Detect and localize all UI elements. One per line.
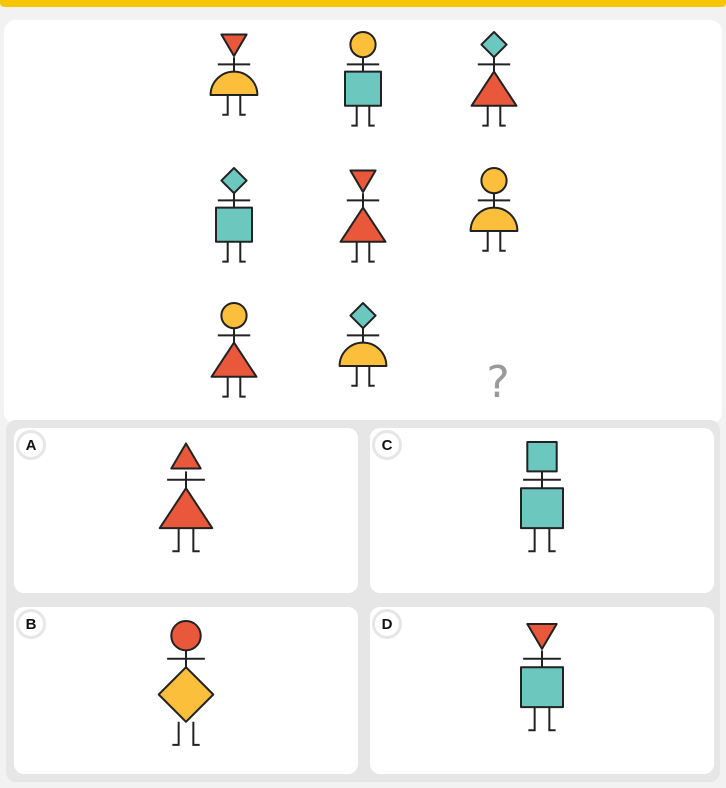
- option-a-figure: [158, 442, 214, 553]
- answer-options-panel: A C B D: [6, 420, 720, 782]
- option-b-stick-figure: [157, 620, 215, 746]
- grid-figure-3-head-diamond: [480, 31, 508, 59]
- grid-figure-3-body-triangle: [470, 70, 518, 107]
- option-a-stick-figure: [158, 442, 214, 553]
- grid-figure-5-legs: [351, 241, 375, 263]
- option-c-stick-figure: [520, 441, 564, 553]
- option-a-stick-figure-body-triangle: [158, 487, 214, 530]
- grid-figure-6-head-circle: [480, 167, 508, 195]
- puzzle-figures: [209, 31, 519, 398]
- puzzle-grid: ?: [4, 20, 722, 424]
- grid-figure-3-legs: [482, 105, 506, 127]
- grid-figure-7-head-circle: [220, 302, 248, 330]
- grid-figure-2-head-circle: [349, 31, 377, 59]
- grid-figure-4-body-square: [215, 206, 253, 243]
- option-b-label: B: [16, 609, 46, 639]
- option-b-stick-figure-head-circle: [170, 620, 202, 652]
- grid-figure-2: [344, 31, 382, 127]
- option-c-figure: [520, 441, 564, 553]
- option-c-stick-figure-body-square: [520, 487, 564, 530]
- grid-figure-8-body-semicircle: [338, 341, 388, 367]
- grid-figure-6: [469, 167, 519, 252]
- option-a-stick-figure-head-triangle-up: [170, 442, 202, 470]
- grid-figure-5: [339, 169, 387, 263]
- grid-figure-5-body-triangle: [339, 206, 387, 243]
- grid-figure-6-legs: [482, 231, 506, 252]
- option-c-card[interactable]: C: [370, 428, 714, 593]
- grid-figure-7: [210, 302, 258, 398]
- option-d-card[interactable]: D: [370, 607, 714, 774]
- option-b-stick-figure-body-diamond: [157, 666, 215, 723]
- option-a-card[interactable]: A: [14, 428, 358, 593]
- grid-figure-8: [338, 302, 388, 387]
- grid-figure-2-legs: [351, 105, 375, 127]
- grid-figure-6-body-semicircle: [469, 206, 519, 232]
- grid-figure-7-legs: [222, 376, 246, 398]
- grid-figure-4: [215, 167, 253, 263]
- grid-figure-2-body-square: [344, 70, 382, 107]
- grid-figure-1-head-triangle-down: [220, 33, 248, 57]
- option-b-stick-figure-legs: [172, 721, 200, 746]
- grid-figure-3: [470, 31, 518, 127]
- option-d-stick-figure-body-square: [520, 666, 564, 709]
- grid-figure-1: [209, 33, 259, 116]
- grid-figure-8-head-diamond: [349, 302, 377, 330]
- option-d-stick-figure: [520, 622, 564, 732]
- option-a-label: A: [16, 430, 46, 460]
- option-d-stick-figure-head-triangle-down: [526, 622, 558, 650]
- option-d-figure: [520, 622, 564, 732]
- top-accent-bar: [0, 0, 726, 7]
- option-a-stick-figure-legs: [172, 528, 200, 553]
- grid-figure-4-head-diamond: [220, 167, 248, 195]
- grid-figure-8-legs: [351, 366, 375, 387]
- grid-figure-4-legs: [222, 241, 246, 263]
- option-b-card[interactable]: B: [14, 607, 358, 774]
- grid-figure-1-body-semicircle: [209, 70, 259, 96]
- option-d-stick-figure-legs: [528, 707, 556, 732]
- option-b-figure: [157, 620, 215, 746]
- grid-figure-5-head-triangle-down: [349, 169, 377, 193]
- option-c-stick-figure-legs: [528, 528, 556, 553]
- option-d-label: D: [372, 609, 402, 639]
- missing-cell-question-mark: ?: [486, 357, 510, 408]
- option-c-stick-figure-head-square: [526, 441, 558, 473]
- option-c-label: C: [372, 430, 402, 460]
- grid-figure-1-legs: [222, 95, 246, 116]
- grid-figure-7-body-triangle: [210, 341, 258, 378]
